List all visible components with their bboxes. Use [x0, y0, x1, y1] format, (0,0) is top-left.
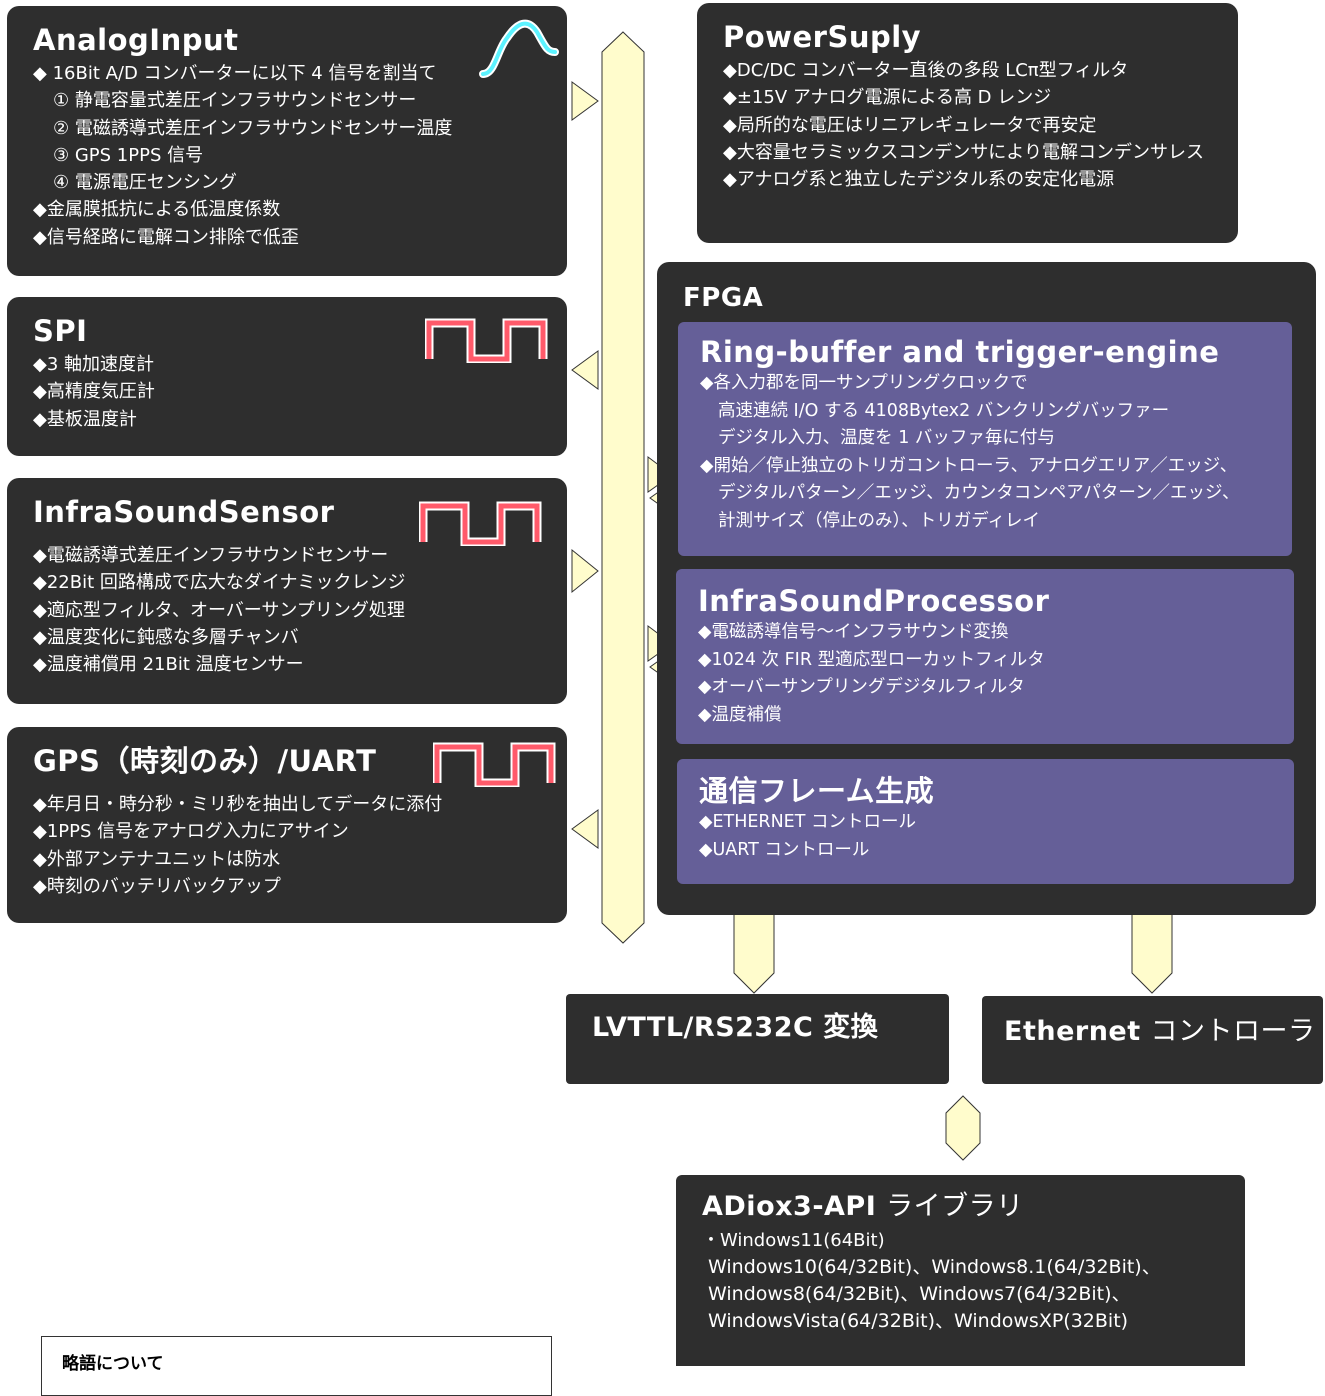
lvttl-box: LVTTL/RS232C 変換 — [566, 994, 949, 1084]
spi-box: SPI ◆3 軸加速度計 ◆高精度気圧計 ◆基板温度計 — [7, 297, 567, 456]
infrasound-sensor-title: InfraSoundSensor — [33, 495, 335, 529]
spi-line: ◆基板温度計 — [33, 408, 137, 430]
ring-buffer-box: Ring-buffer and trigger-engine ◆各入力郡を同一サ… — [678, 322, 1292, 556]
analog-line: ◆信号経路に電解コン排除で低歪 — [33, 226, 299, 248]
comm-frame-title: 通信フレーム生成 — [699, 774, 935, 808]
ring-line: 計測サイズ（停止のみ）、トリガディレイ — [718, 510, 1040, 531]
processor-line: ◆温度補償 — [698, 704, 782, 725]
ring-buffer-title: Ring-buffer and trigger-engine — [700, 335, 1220, 369]
analog-line: ③ GPS 1PPS 信号 — [53, 144, 204, 166]
sensor-line: ◆温度補償用 21Bit 温度センサー — [33, 654, 304, 676]
api-suffix: ライブラリ — [886, 1191, 1024, 1222]
connection-diagram — [571, 31, 1173, 1161]
fpga-title: FPGA — [683, 283, 764, 313]
power-line: ◆大容量セラミックスコンデンサにより電解コンデンサレス — [723, 141, 1204, 163]
infrasound-sensor-box: InfraSoundSensor ◆電磁誘導式差圧インフラサウンドセンサー ◆2… — [7, 478, 567, 704]
sensor-line: ◆電磁誘導式差圧インフラサウンドセンサー — [33, 545, 389, 566]
sine-wave-icon — [479, 19, 559, 78]
gps-box: GPS（時刻のみ）/UART ◆年月日・時分秒・ミリ秒を抽出してデータに添付 ◆… — [7, 727, 567, 923]
api-title: ADiox3-API — [702, 1191, 877, 1222]
analog-line: ② 電磁誘導式差圧インフラサウンドセンサー温度 — [53, 117, 453, 139]
ring-line: デジタルパターン／エッジ、カウンタコンペアパターン／エッジ、 — [718, 483, 1240, 503]
api-heading: ADiox3-API ライブラリ — [702, 1189, 1245, 1225]
pulse-wave-icon — [419, 501, 542, 546]
arrow-analog-to-bus — [571, 81, 599, 121]
ethernet-box: Ethernet コントローラ — [982, 996, 1323, 1084]
lvttl-title: LVTTL/RS232C 変換 — [592, 1012, 879, 1043]
ethernet-heading: Ethernet コントローラ — [1004, 1014, 1323, 1050]
ring-line: ◆開始／停止独立のトリガコントローラ、アナログエリア／エッジ、 — [700, 455, 1238, 476]
analog-line: ◆金属膜抵抗による低温度係数 — [33, 199, 281, 221]
analog-input-title: AnalogInput — [33, 23, 239, 57]
gps-line: ◆1PPS 信号をアナログ入力にアサイン — [33, 821, 349, 843]
sensor-line: ◆適応型フィルタ、オーバーサンプリング処理 — [33, 599, 405, 621]
comm-line: ◆UART コントロール — [699, 839, 870, 860]
processor-line: ◆1024 次 FIR 型適応型ローカットフィルタ — [698, 649, 1045, 670]
api-line: Windows8(64/32Bit)、Windows7(64/32Bit)、 — [708, 1283, 1131, 1305]
ring-line: 高速連続 I/O する 4108Bytex2 バンクリングバッファー — [718, 400, 1170, 421]
data-bus — [601, 31, 645, 944]
analog-input-box: AnalogInput ◆ 16Bit A/D コンバーターに以下 4 信号を割… — [7, 6, 567, 276]
gps-line: ◆外部アンテナユニットは防水 — [33, 848, 281, 870]
ring-line: ◆各入力郡を同一サンプリングクロックで — [700, 373, 1028, 393]
gps-line: ◆年月日・時分秒・ミリ秒を抽出してデータに添付 — [33, 794, 443, 815]
link-ethernet-api — [945, 1095, 981, 1161]
power-line: ◆DC/DC コンバーター直後の多段 LCπ型フィルタ — [723, 60, 1129, 81]
abbreviation-legend: 略語について — [41, 1336, 552, 1396]
pulse-wave-icon — [425, 318, 548, 363]
ring-line: デジタル入力、温度を 1 バッファ毎に付与 — [718, 428, 1055, 448]
processor-title: InfraSoundProcessor — [698, 584, 1050, 618]
ethernet-suffix: コントローラ — [1150, 1016, 1316, 1047]
api-line: Windows10(64/32Bit)、Windows8.1(64/32Bit)… — [708, 1256, 1161, 1278]
power-supply-box: PowerSuply ◆DC/DC コンバーター直後の多段 LCπ型フィルタ ◆… — [697, 3, 1238, 243]
arrow-bus-to-spi — [571, 350, 599, 390]
power-line: ◆±15V アナログ電源による高 D レンジ — [723, 87, 1052, 109]
processor-box: InfraSoundProcessor ◆電磁誘導信号～インフラサウンド変換 ◆… — [676, 569, 1294, 744]
processor-line: ◆オーバーサンプリングデジタルフィルタ — [698, 677, 1025, 697]
ethernet-title: Ethernet — [1004, 1016, 1141, 1047]
arrow-sensor-to-bus — [571, 548, 599, 594]
gps-line: ◆時刻のバッテリバックアップ — [33, 875, 281, 897]
api-line: WindowsVista(64/32Bit)、WindowsXP(32Bit) — [708, 1310, 1129, 1332]
power-supply-title: PowerSuply — [723, 20, 922, 54]
api-line: ・Windows11(64Bit) — [702, 1230, 885, 1251]
spi-line: ◆3 軸加速度計 — [33, 354, 155, 375]
power-line: ◆局所的な電圧はリニアレギュレータで再安定 — [723, 114, 1097, 136]
legend-title: 略語について — [62, 1354, 164, 1374]
power-line: ◆アナログ系と独立したデジタル系の安定化電源 — [723, 169, 1115, 191]
analog-line: ① 静電容量式差圧インフラサウンドセンサー — [53, 90, 417, 112]
comm-line: ◆ETHERNET コントロール — [699, 812, 916, 832]
sensor-line: ◆22Bit 回路構成で広大なダイナミックレンジ — [33, 572, 406, 594]
comm-frame-box: 通信フレーム生成 ◆ETHERNET コントロール ◆UART コントロール — [677, 759, 1294, 884]
gps-title: GPS（時刻のみ）/UART — [33, 744, 377, 778]
spi-line: ◆高精度気圧計 — [33, 381, 155, 403]
processor-line: ◆電磁誘導信号～インフラサウンド変換 — [698, 622, 1009, 642]
analog-line: ◆ 16Bit A/D コンバーターに以下 4 信号を割当て — [33, 63, 437, 84]
arrow-bus-to-gps — [571, 809, 599, 849]
sensor-line: ◆温度変化に鈍感な多層チャンバ — [33, 626, 299, 648]
analog-line: ④ 電源電圧センシング — [53, 172, 237, 194]
spi-title: SPI — [33, 314, 88, 348]
api-box: ADiox3-API ライブラリ ・Windows11(64Bit) Windo… — [676, 1175, 1245, 1366]
pulse-wave-icon — [433, 742, 556, 787]
